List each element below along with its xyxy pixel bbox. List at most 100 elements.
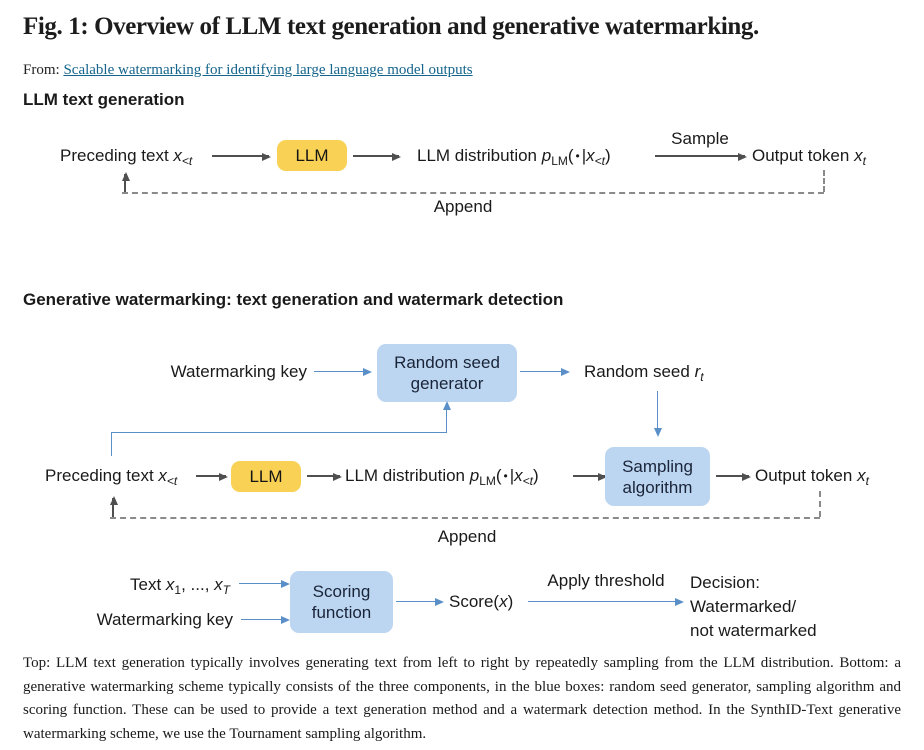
llm-box-label: LLM [249,467,283,486]
arrow-sample [655,153,747,161]
var-p: p [469,466,480,485]
append-label-top: Append [433,197,493,216]
from-label: From: [23,62,60,78]
label-text: Output token [752,146,855,165]
label-text: Text [130,575,166,594]
random-seed-generator-box: Random seed generator [377,344,517,402]
subscript-1: 1 [174,583,182,597]
subscript-T: T [222,583,230,597]
output-token-label-top: Output token xt [752,146,866,167]
sample-label: Sample [671,129,729,148]
subscript-lm: LM [479,474,496,488]
apply-threshold-label: Apply threshold [547,571,665,590]
scoring-line1: Scoring [312,582,371,601]
subscript-t: t [865,474,869,488]
var-p: p [541,146,552,165]
feedback-horizontal-dashed-bottom [110,517,820,519]
ellipsis: , ..., [181,575,215,594]
scoring-box-label: Scoring function [312,581,372,623]
paren-open: ( [495,466,502,485]
subscript-lt: <t [594,154,606,168]
llm-distribution-label-bottom: LLM distribution pLM(•|x<t) [345,466,539,488]
paren-open: ( [567,146,574,165]
arrow-key-to-scoring [241,616,290,624]
paren-close: ) [507,592,514,611]
arrow-text-to-scoring [239,580,290,588]
var-x: x [173,146,182,165]
elbow-connector-left-segment [111,432,112,456]
label-text: Preceding text [45,466,159,485]
var-x: x [586,146,595,165]
var-x: x [514,466,523,485]
feedback-vertical-dashed-top [823,170,825,192]
llm-distribution-label-top: LLM distribution pLM(•|x<t) [417,146,611,168]
sampling-line2: algorithm [622,477,693,497]
arrow-sampling-to-output [716,473,751,481]
var-x: x [214,575,223,594]
subscript-lm: LM [551,154,568,168]
arrow-preceding-to-llm-top [212,153,271,161]
sampling-algorithm-box: Sampling algorithm [605,447,710,506]
var-r: r [694,362,701,381]
paren-close: ) [605,146,611,165]
var-x: x [158,466,167,485]
label-text: LLM distribution [345,466,470,485]
subscript-t: t [700,370,704,384]
figure-title: Fig. 1: Overview of LLM text generation … [23,13,759,40]
decision-line2: Watermarked/ [690,597,797,616]
arrow-key-to-rsg [314,368,372,376]
section-heading-llm-generation: LLM text generation [23,90,185,109]
label-text: Preceding text [60,146,174,165]
elbow-connector-up-arrow [443,401,451,432]
figure-caption: Top: LLM text generation typically invol… [23,655,901,742]
rsg-box-label: Random seed generator [394,352,500,394]
feedback-vertical-dashed-bottom [819,491,821,517]
watermarking-key-label-detect: Watermarking key [96,610,233,629]
output-token-label-bottom: Output token xt [755,466,869,488]
feedback-horizontal-dashed-top [122,192,824,194]
section-heading-watermarking: Generative watermarking: text generation… [23,290,564,309]
label-text: Random seed [584,362,695,381]
pipe: | [581,146,587,165]
llm-box-top: LLM [277,140,347,171]
rsg-line2: generator [410,374,484,393]
arrow-scoring-to-score [396,598,444,606]
bullet-dot: • [575,149,580,163]
label-text: Output token [755,466,858,485]
subscript-lt: <t [181,154,193,168]
score-label: Score(x) [449,592,513,612]
paren-close: ) [533,466,539,485]
var-x: x [165,575,175,594]
arrow-llm-to-distribution-bottom [307,473,342,481]
scoring-line2: function [311,603,372,622]
subscript-lt: <t [522,474,534,488]
append-label-bottom: Append [437,527,497,546]
scoring-function-box: Scoring function [290,571,393,633]
var-x: x [857,466,866,485]
var-x: x [854,146,863,165]
figure-source: From: Scalable watermarking for identify… [23,61,473,80]
bullet-dot: • [503,469,508,483]
arrow-threshold [528,598,684,606]
var-x: x [499,592,508,611]
arrow-preceding-to-llm-bottom [196,473,228,481]
feedback-up-arrow-bottom [110,496,118,517]
text-tokens-label: Text x1, ..., xT [100,575,230,597]
watermarking-key-label-gen: Watermarking key [170,362,307,381]
source-article-link[interactable]: Scalable watermarking for identifying la… [63,62,473,78]
sampling-box-label: Sampling algorithm [622,456,693,498]
subscript-lt: <t [166,474,178,488]
elbow-connector-horizontal-segment [111,432,447,433]
decision-line3: not watermarked [690,621,817,640]
decision-label: Decision: Watermarked/ not watermarked [690,571,817,643]
preceding-text-label-bottom: Preceding text x<t [45,466,178,488]
arrow-distribution-to-sampling [573,473,607,481]
llm-box-bottom: LLM [231,461,301,492]
sampling-line1: Sampling [622,456,693,476]
arrow-seed-to-sampling [654,391,662,437]
pipe: | [509,466,515,485]
rsg-line1: Random seed [394,353,500,372]
label-text: Score( [449,592,500,611]
preceding-text-label-top: Preceding text x<t [60,146,193,168]
llm-box-label: LLM [295,146,329,165]
